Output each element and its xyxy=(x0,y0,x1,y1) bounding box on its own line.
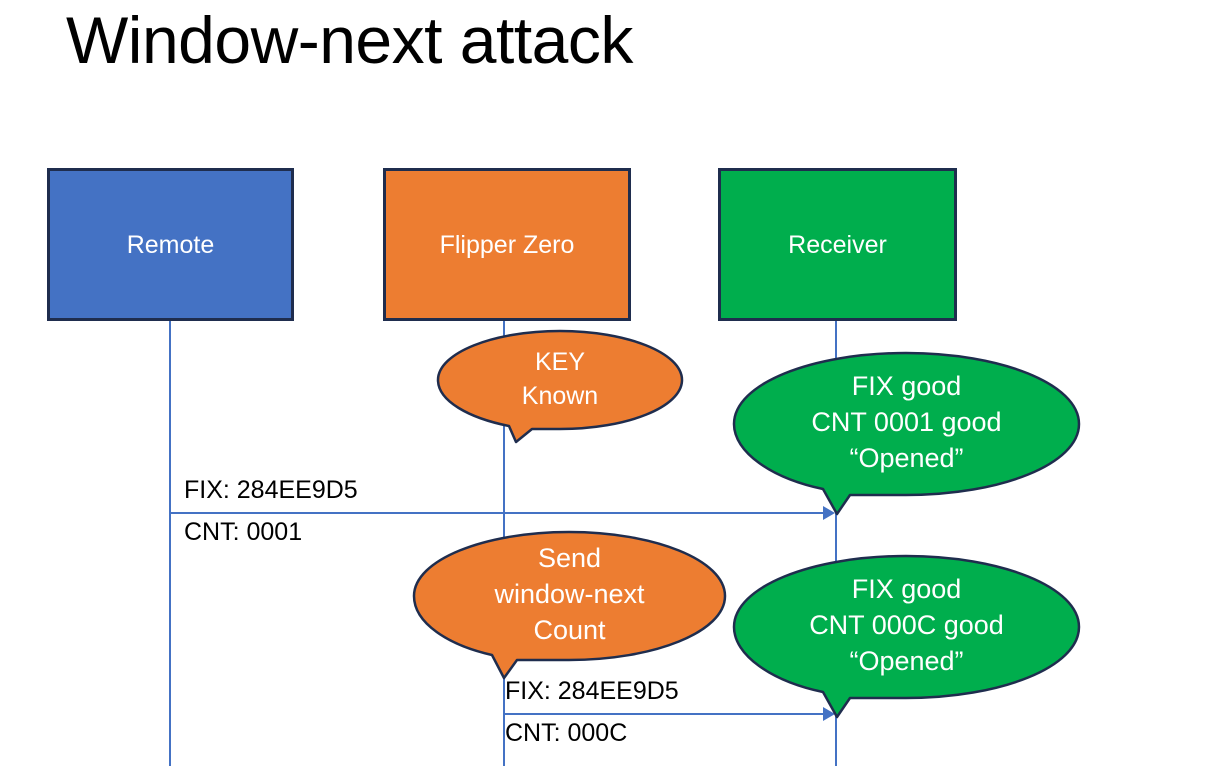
speech-bubble-key-known[interactable]: KEY Known xyxy=(436,329,684,444)
speech-bubble-shape xyxy=(732,554,1081,719)
speech-bubble-shape xyxy=(436,329,684,444)
lifeline-receiver xyxy=(835,321,837,766)
speech-bubble-receiver-ok-000c[interactable]: FIX good CNT 000C good “Opened” xyxy=(732,554,1081,719)
message-1-fix-label: FIX: 284EE9D5 xyxy=(184,476,358,504)
message-1-cnt-label: CNT: 0001 xyxy=(184,518,303,546)
message-arrow-line-1 xyxy=(170,512,825,514)
lifeline-remote xyxy=(169,321,171,766)
message-arrow-line-2 xyxy=(504,713,825,715)
actor-label-flipper-zero: Flipper Zero xyxy=(439,230,575,259)
page-title: Window-next attack xyxy=(66,3,633,77)
actor-label-receiver: Receiver xyxy=(788,230,887,259)
actor-box-receiver[interactable]: Receiver xyxy=(718,168,957,321)
message-arrow-head-1 xyxy=(823,506,835,520)
actor-box-remote[interactable]: Remote xyxy=(47,168,294,321)
speech-bubble-shape xyxy=(732,351,1081,516)
message-2-cnt-label: CNT: 000C xyxy=(505,719,628,747)
message-2-fix-label: FIX: 284EE9D5 xyxy=(505,677,679,705)
speech-bubble-receiver-ok-0001[interactable]: FIX good CNT 0001 good “Opened” xyxy=(732,351,1081,516)
speech-bubble-shape xyxy=(412,530,727,680)
speech-bubble-send-window-next[interactable]: Send window-next Count xyxy=(412,530,727,680)
actor-label-remote: Remote xyxy=(126,230,215,259)
actor-box-flipper-zero[interactable]: Flipper Zero xyxy=(383,168,631,321)
